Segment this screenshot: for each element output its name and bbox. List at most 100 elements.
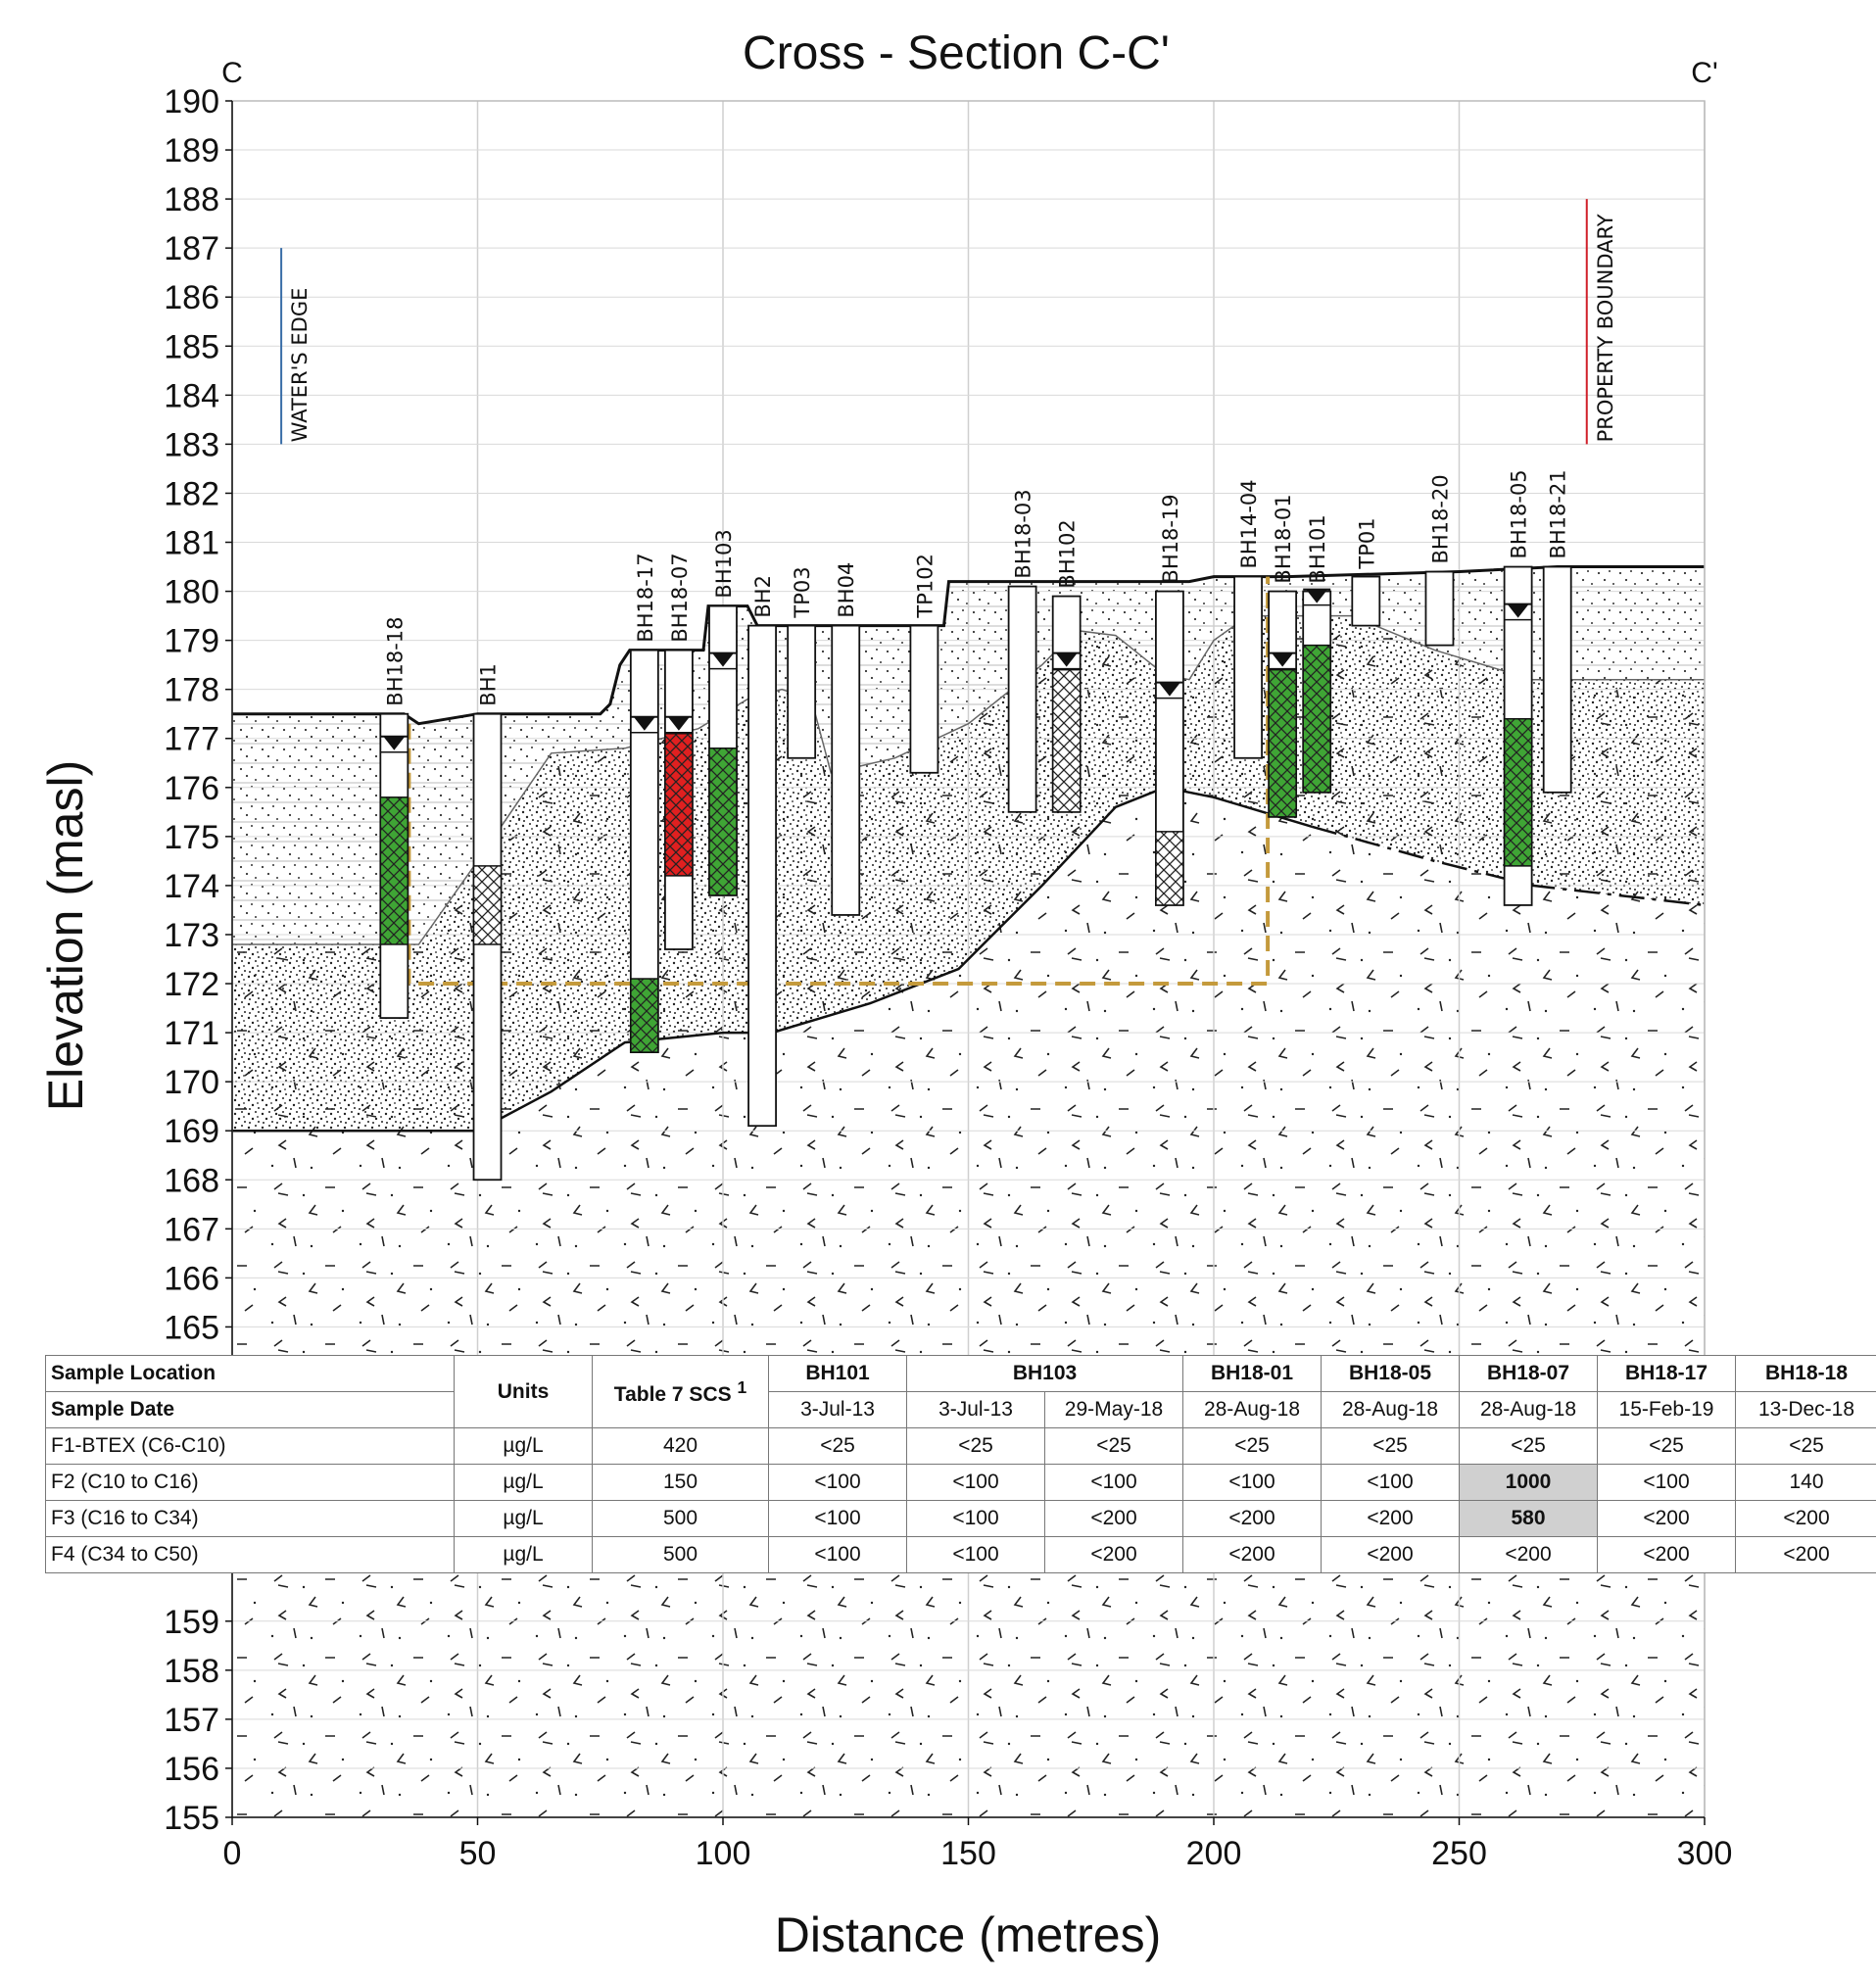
borehole: BH18-17 bbox=[629, 553, 659, 1054]
sample-interval-hatch bbox=[1302, 644, 1331, 794]
sample-interval-hatch bbox=[1051, 668, 1082, 813]
location-header: BH18-07 bbox=[1459, 1355, 1598, 1392]
y-tick-label: 175 bbox=[164, 819, 219, 856]
y-tick-label: 173 bbox=[164, 917, 219, 954]
parameter-cell: F2 (C10 to C16) bbox=[45, 1464, 455, 1501]
unit-cell: µg/L bbox=[454, 1427, 593, 1465]
borehole-column bbox=[1351, 575, 1381, 627]
y-tick-label: 179 bbox=[164, 623, 219, 660]
sample-date-cell: 28-Aug-18 bbox=[1459, 1391, 1598, 1428]
y-tick-label: 186 bbox=[164, 279, 219, 316]
sample-interval-hatch bbox=[1503, 717, 1533, 867]
sample-interval-hatch bbox=[664, 732, 694, 877]
water-level-icon bbox=[383, 736, 406, 750]
result-cell: 1000 bbox=[1459, 1464, 1598, 1501]
sample-date-label: Sample Date bbox=[45, 1391, 455, 1428]
borehole-label: BH102 bbox=[1056, 519, 1080, 588]
result-cell: <200 bbox=[1044, 1500, 1183, 1537]
analytical-results-table: Sample Location Units Table 7 SCS 1 BH10… bbox=[45, 1355, 1876, 1573]
borehole-column bbox=[472, 712, 503, 1182]
y-tick-label: 156 bbox=[164, 1751, 219, 1788]
borehole: BH18-05 bbox=[1503, 469, 1533, 906]
table-header-row-locations: Sample Location Units Table 7 SCS 1 BH10… bbox=[45, 1355, 1876, 1428]
unit-cell: µg/L bbox=[454, 1536, 593, 1573]
y-tick-label: 168 bbox=[164, 1162, 219, 1199]
borehole: BH18-20 bbox=[1424, 474, 1455, 647]
borehole-column bbox=[1233, 575, 1263, 759]
borehole: BH18-03 bbox=[1007, 489, 1037, 813]
standard-cell: 150 bbox=[592, 1464, 769, 1501]
result-cell: <25 bbox=[906, 1427, 1045, 1465]
sample-interval-hatch bbox=[472, 865, 503, 945]
borehole: BH103 bbox=[708, 529, 738, 896]
x-tick-label: 300 bbox=[1677, 1835, 1733, 1872]
result-cell: <100 bbox=[768, 1536, 907, 1573]
sample-date-cell: 15-Feb-19 bbox=[1597, 1391, 1736, 1428]
borehole-label: BH18-19 bbox=[1159, 494, 1182, 583]
borehole: TP102 bbox=[909, 554, 939, 774]
borehole-label: TP01 bbox=[1355, 517, 1378, 569]
borehole-label: BH18-01 bbox=[1272, 494, 1295, 583]
borehole-column bbox=[787, 624, 817, 759]
result-cell: <100 bbox=[768, 1500, 907, 1537]
standard-header-text: Table 7 SCS bbox=[613, 1382, 732, 1406]
result-cell: <100 bbox=[906, 1500, 1045, 1537]
borehole-column bbox=[909, 624, 939, 774]
x-tick-label: 50 bbox=[459, 1835, 497, 1872]
y-tick-label: 158 bbox=[164, 1653, 219, 1690]
water-level-icon bbox=[667, 716, 690, 731]
plume-outline bbox=[407, 576, 1271, 986]
result-cell: <25 bbox=[768, 1427, 907, 1465]
borehole: BH18-18 bbox=[379, 616, 409, 1019]
result-cell: <200 bbox=[1321, 1536, 1460, 1573]
y-tick-label: 190 bbox=[164, 83, 219, 121]
y-tick-label: 174 bbox=[164, 868, 219, 905]
water-level-icon bbox=[1055, 652, 1078, 667]
y-tick-label: 184 bbox=[164, 377, 219, 414]
sample-interval-hatch bbox=[1155, 831, 1184, 906]
chart-title: Cross - Section C-C' bbox=[743, 27, 1170, 79]
borehole-label: BH2 bbox=[751, 575, 775, 618]
location-header: BH103 bbox=[906, 1355, 1183, 1392]
parameter-cell: F3 (C16 to C34) bbox=[45, 1500, 455, 1537]
standard-cell: 500 bbox=[592, 1500, 769, 1537]
borehole-label: BH18-21 bbox=[1547, 469, 1570, 558]
result-cell: 580 bbox=[1459, 1500, 1598, 1537]
y-tick-label: 171 bbox=[164, 1015, 219, 1052]
result-cell: <100 bbox=[906, 1536, 1045, 1573]
borehole-label: BH18-18 bbox=[383, 616, 407, 705]
result-cell: <25 bbox=[1735, 1427, 1876, 1465]
borehole-label: BH1 bbox=[477, 663, 501, 706]
borehole: BH18-21 bbox=[1542, 469, 1572, 794]
water-level-icon bbox=[712, 652, 734, 667]
result-cell: <200 bbox=[1321, 1500, 1460, 1537]
borehole: BH18-01 bbox=[1268, 494, 1298, 818]
result-cell: <200 bbox=[1735, 1500, 1876, 1537]
y-tick-label: 170 bbox=[164, 1064, 219, 1101]
reference-line-label: PROPERTY BOUNDARY bbox=[1594, 214, 1617, 442]
y-axis-label: Elevation (masl) bbox=[38, 760, 93, 1111]
borehole: BH101 bbox=[1302, 514, 1332, 794]
sample-date-cell: 28-Aug-18 bbox=[1182, 1391, 1322, 1428]
borehole-column bbox=[1542, 565, 1572, 794]
borehole-column bbox=[747, 624, 777, 1128]
reference-line-label: WATER'S EDGE bbox=[288, 288, 312, 443]
borehole-label: BH103 bbox=[712, 529, 736, 598]
result-cell: <100 bbox=[1182, 1464, 1322, 1501]
x-tick-label: 0 bbox=[223, 1835, 242, 1872]
result-cell: <200 bbox=[1459, 1536, 1598, 1573]
borehole: BH102 bbox=[1051, 519, 1082, 813]
sample-interval-hatch bbox=[1268, 668, 1297, 818]
result-cell: <200 bbox=[1044, 1536, 1183, 1573]
water-level-icon bbox=[1306, 589, 1328, 603]
unit-cell: µg/L bbox=[454, 1500, 593, 1537]
y-tick-label: 188 bbox=[164, 181, 219, 218]
x-axis-label: Distance (metres) bbox=[775, 1907, 1162, 1962]
result-cell: <200 bbox=[1182, 1536, 1322, 1573]
location-header: BH18-18 bbox=[1735, 1355, 1876, 1392]
x-tick-label: 150 bbox=[940, 1835, 996, 1872]
sample-interval-hatch bbox=[630, 978, 659, 1053]
result-cell: <100 bbox=[1321, 1464, 1460, 1501]
